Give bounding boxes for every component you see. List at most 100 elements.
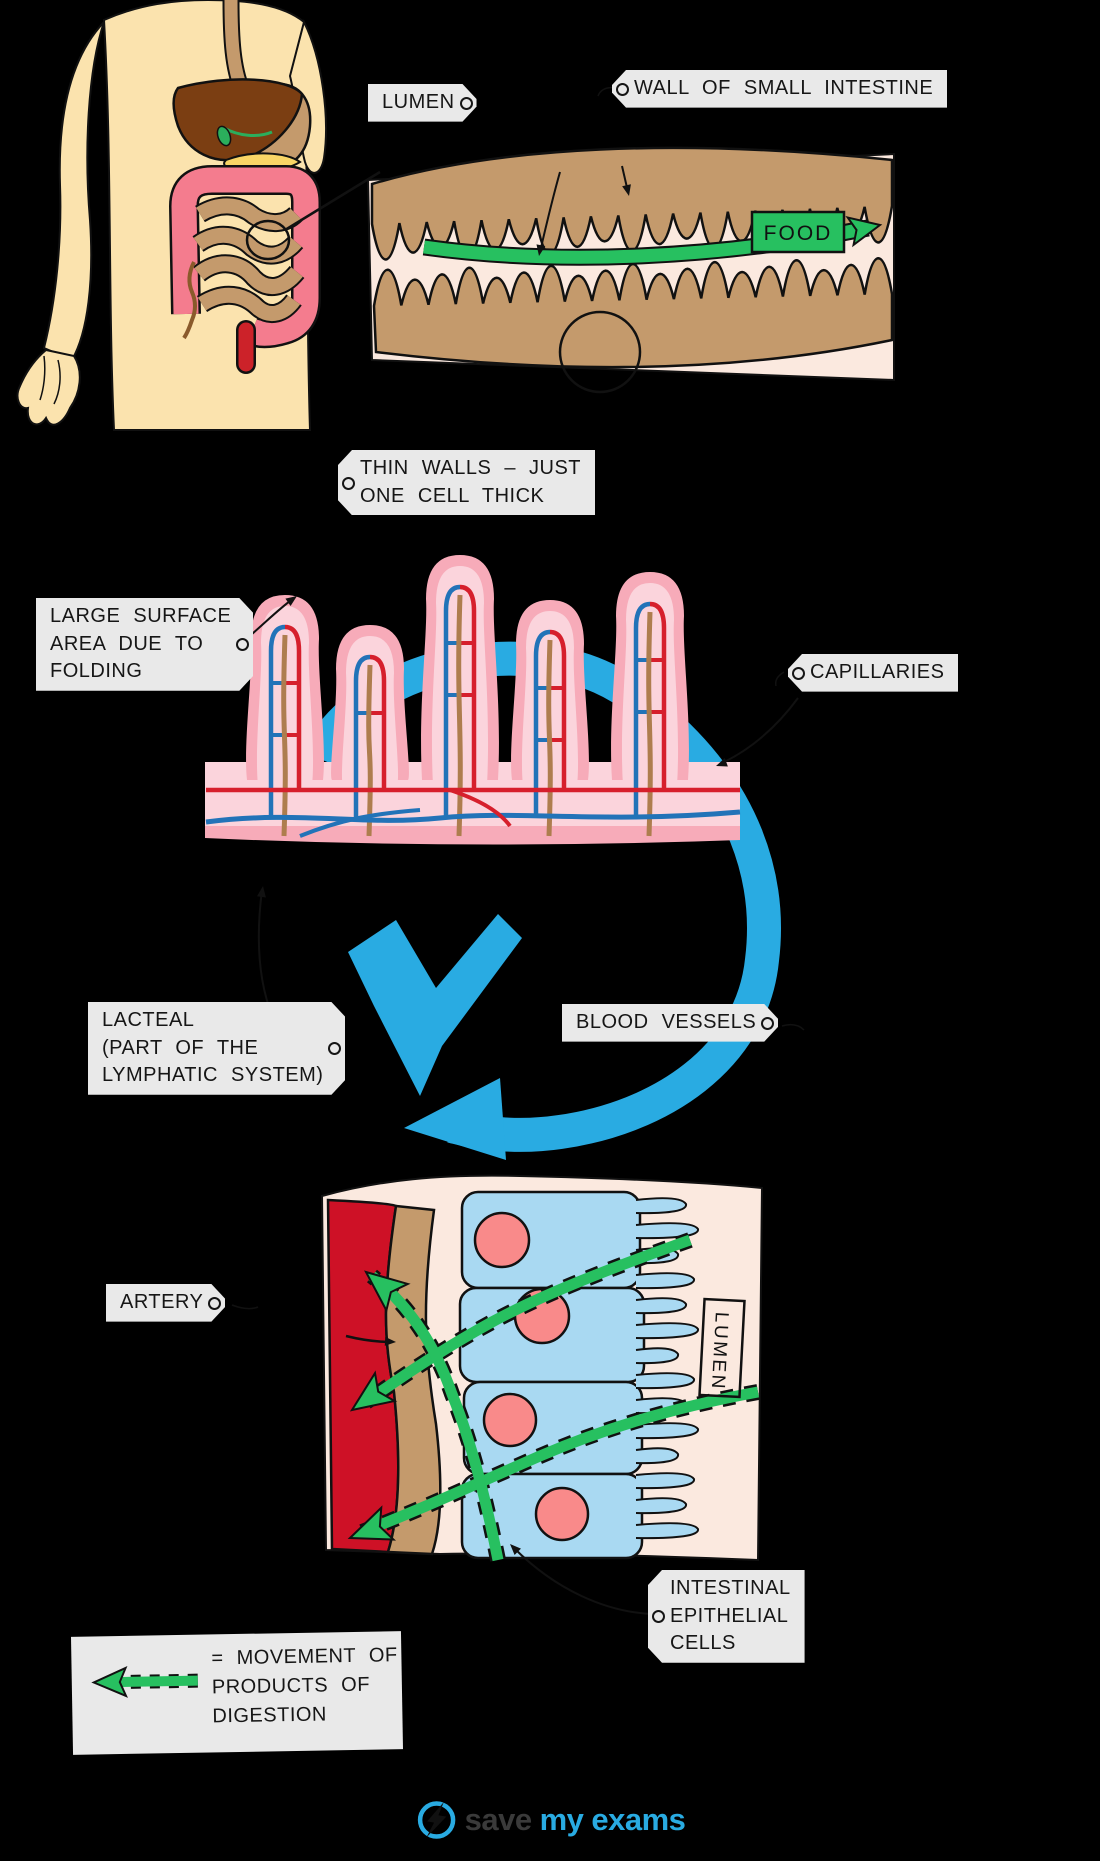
cells-pointer-arrowhead	[510, 1544, 521, 1555]
tag-hole	[236, 638, 249, 651]
movement-arrows	[360, 1234, 759, 1562]
wall-pointer-arrowhead	[622, 184, 631, 196]
lumen-pointer-arrowhead	[536, 244, 546, 256]
food-label: FOOD	[764, 222, 833, 245]
movement-arrow-3	[368, 1271, 504, 1562]
intestine-wall-diagram: FOOD	[366, 146, 895, 394]
tag-text: WALL OF SMALL INTESTINE	[634, 77, 934, 99]
nucleus	[534, 1486, 590, 1542]
tag-wall-of-small-intestine: WALL OF SMALL INTESTINE	[612, 70, 947, 108]
large-intestine	[171, 167, 319, 346]
left-arm	[42, 21, 105, 362]
brand-word-save: save	[464, 1802, 532, 1837]
legend-arrow	[105, 1675, 198, 1688]
tag-text: LACTEAL	[102, 1009, 195, 1031]
tag-text: THIN WALLS – JUST	[360, 457, 582, 479]
tag-text: CAPILLARIES	[810, 661, 945, 683]
band-artery-branch	[449, 788, 512, 828]
villus-capillary	[369, 654, 387, 790]
finger-line	[39, 355, 46, 401]
tag-text: ONE CELL THICK	[360, 484, 545, 507]
nucleus	[482, 1392, 538, 1448]
tag-text: ARTERY	[120, 1291, 204, 1313]
pointer-line-body-to-wall	[284, 170, 381, 232]
tag-text: BLOOD VESSELS	[576, 1011, 757, 1033]
villus-vein	[633, 601, 651, 818]
tag-hole	[328, 1042, 341, 1055]
villus-capillary	[459, 584, 477, 790]
capillaries-pointer-arrowhead	[716, 758, 728, 767]
tag-hole	[652, 1610, 665, 1623]
gallbladder	[216, 125, 232, 147]
villus-capillary	[549, 629, 567, 790]
villus-lacteal	[646, 611, 653, 837]
folding-pointer-arrowhead	[285, 596, 297, 606]
tag-hole	[616, 83, 629, 96]
villus-5	[611, 572, 689, 837]
legend-arrow-svg	[91, 1665, 198, 1698]
legend-arrowhead	[91, 1665, 128, 1698]
food-arrowhead	[845, 215, 883, 248]
tag-hole	[460, 97, 473, 110]
villus-1	[246, 595, 324, 837]
lumen-box-text: LUMEN	[707, 1311, 732, 1391]
brand-word-exams: exams	[591, 1802, 686, 1837]
cells-pointer-arrow	[513, 1547, 653, 1615]
villus-lacteal	[366, 664, 373, 837]
bottom-wall	[372, 257, 894, 369]
legend-line: DIGESTION	[212, 1703, 328, 1728]
epithelial-cells-diagram: LUMEN	[320, 1174, 764, 1615]
blood-flow-arrowhead	[384, 1336, 396, 1346]
brand-footer: save my exams	[415, 1798, 686, 1842]
tag-blood-vessels: BLOOD VESSELS	[562, 1004, 778, 1042]
villus-lacteal	[456, 594, 463, 837]
tag-text: INTESTINAL	[670, 1577, 791, 1599]
tag-thin-walls: THIN WALLS – JUST ONE CELL THICK	[338, 450, 595, 515]
villus-vein	[443, 584, 461, 818]
tag-lumen-top: LUMEN	[368, 84, 477, 122]
tag-text: LYMPHATIC SYSTEM)	[102, 1064, 324, 1087]
brand-word-my: my	[539, 1802, 584, 1837]
villus-vein	[268, 624, 286, 818]
band-vein-vessel	[205, 809, 741, 825]
microvilli-comb	[635, 1197, 699, 1540]
legend-line: PRODUCTS OF	[211, 1673, 371, 1699]
tag-text: LARGE SURFACE	[50, 605, 232, 627]
villus-vein	[353, 654, 371, 818]
magnifier-circle-wall	[558, 310, 642, 394]
tag-text: LUMEN	[382, 91, 455, 113]
tag-hole	[208, 1297, 221, 1310]
lacteal-pointer-arrowhead	[257, 886, 266, 898]
movement-arrowheads	[347, 1270, 411, 1541]
cycle-arrowhead-left	[404, 1078, 506, 1160]
legend-box: = MOVEMENT OF PRODUCTS OF DIGESTION	[70, 1631, 404, 1755]
movement-arrow-2	[360, 1386, 759, 1538]
lumen-box-label: LUMEN	[698, 1297, 746, 1399]
villus-3	[421, 555, 499, 837]
tag-text: CELLS	[670, 1632, 736, 1655]
villus-vein	[533, 629, 551, 818]
cell-nuclei	[473, 1211, 590, 1542]
legend-text: = MOVEMENT OF PRODUCTS OF DIGESTION	[211, 1641, 399, 1731]
food-box	[750, 210, 846, 254]
band-vein-branch	[299, 808, 421, 838]
legend-line: = MOVEMENT OF	[211, 1644, 398, 1670]
tag-capillaries: CAPILLARIES	[788, 654, 958, 692]
tag-text: AREA DUE TO	[50, 632, 204, 655]
tag-hole	[761, 1017, 774, 1030]
tag-text: FOLDING	[50, 660, 143, 683]
villus-capillary	[284, 624, 302, 790]
appendix	[182, 261, 197, 340]
villus-capillary	[649, 601, 667, 790]
movement-arrow-1	[362, 1234, 692, 1407]
tag-intestinal-epithelial-cells: INTESTINAL EPITHELIAL CELLS	[648, 1570, 805, 1663]
nucleus	[473, 1211, 531, 1269]
lumen-box	[698, 1297, 746, 1399]
capillaries-pointer-arrow	[719, 697, 799, 765]
tag-large-surface-area: LARGE SURFACE AREA DUE TO FOLDING	[36, 598, 253, 691]
villus-lacteal	[546, 639, 553, 837]
villi-base-band-edge	[205, 826, 740, 845]
villus-2	[331, 625, 409, 837]
tag-hole	[342, 477, 355, 490]
